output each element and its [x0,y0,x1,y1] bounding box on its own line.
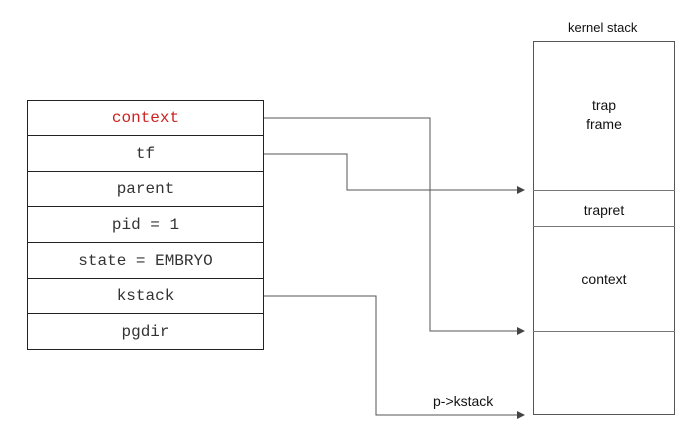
arrow-context [264,117,525,335]
separator-trapret [533,226,675,227]
field-state: state = EMBRYO [27,243,264,279]
field-tf-label: tf [135,144,156,163]
pointer-label-kstack: p->kstack [433,393,494,409]
arrow-kstack [264,295,525,419]
trap-frame-line2: frame [586,116,622,132]
field-kstack: kstack [27,279,264,314]
field-pgdir-label: pgdir [121,322,170,341]
field-tf: tf [27,136,264,172]
separator-context [533,331,675,332]
trapret-label: trapret [583,202,625,218]
field-state-label: state = EMBRYO [78,251,213,270]
field-pid: pid = 1 [27,207,264,243]
field-parent-label: parent [116,180,175,198]
trap-frame-label: trap frame [533,96,675,134]
kernel-stack-box [533,41,675,415]
field-pid-label: pid = 1 [111,215,180,234]
field-kstack-label: kstack [116,287,175,305]
kernel-stack-title: kernel stack [568,20,638,35]
field-parent: parent [27,172,264,207]
context-segment-label: context [581,271,627,287]
separator-trapframe [533,190,675,191]
field-context-label: context [111,109,180,127]
trap-frame-line1: trap [591,97,617,113]
field-context: context [27,100,264,136]
arrow-tf [264,153,525,194]
field-pgdir: pgdir [27,314,264,350]
